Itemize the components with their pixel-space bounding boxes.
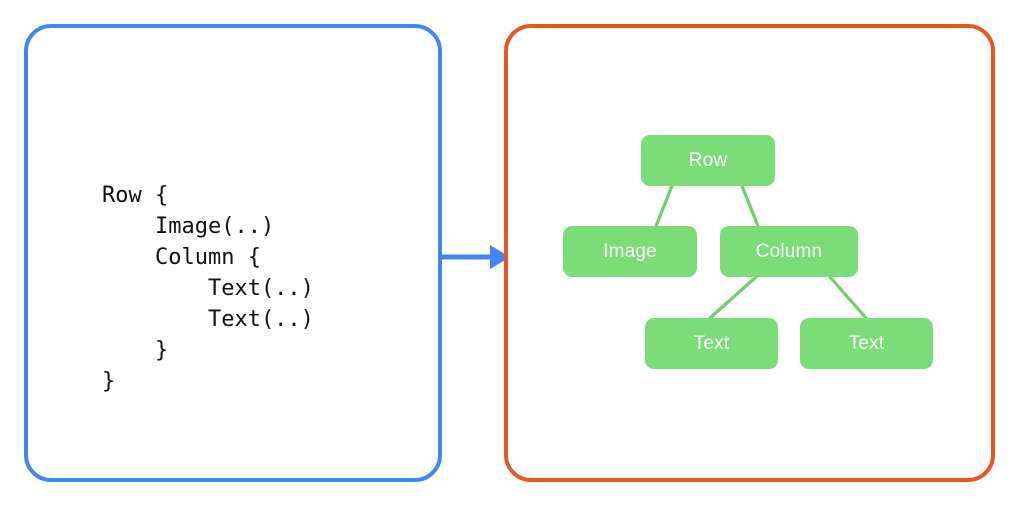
edge-row-column [740,184,760,228]
arrow-head [490,245,510,269]
composable-code-text: Row { Image(..) Column { Text(..) Text(.… [102,183,314,394]
transform-arrow [441,245,510,269]
tree-node-text-2[interactable]: Text [800,318,933,369]
edge-column-text1 [708,275,758,320]
tree-node-column[interactable]: Column [720,226,858,277]
code-panel: Row { Image(..) Column { Text(..) Text(.… [24,24,442,482]
edge-column-text2 [828,275,868,320]
tree-node-row[interactable]: Row [641,135,775,186]
tree-connectors [654,184,868,320]
edge-row-image [654,184,674,228]
tree-node-text-1[interactable]: Text [645,318,778,369]
tree-node-image[interactable]: Image [563,226,697,277]
